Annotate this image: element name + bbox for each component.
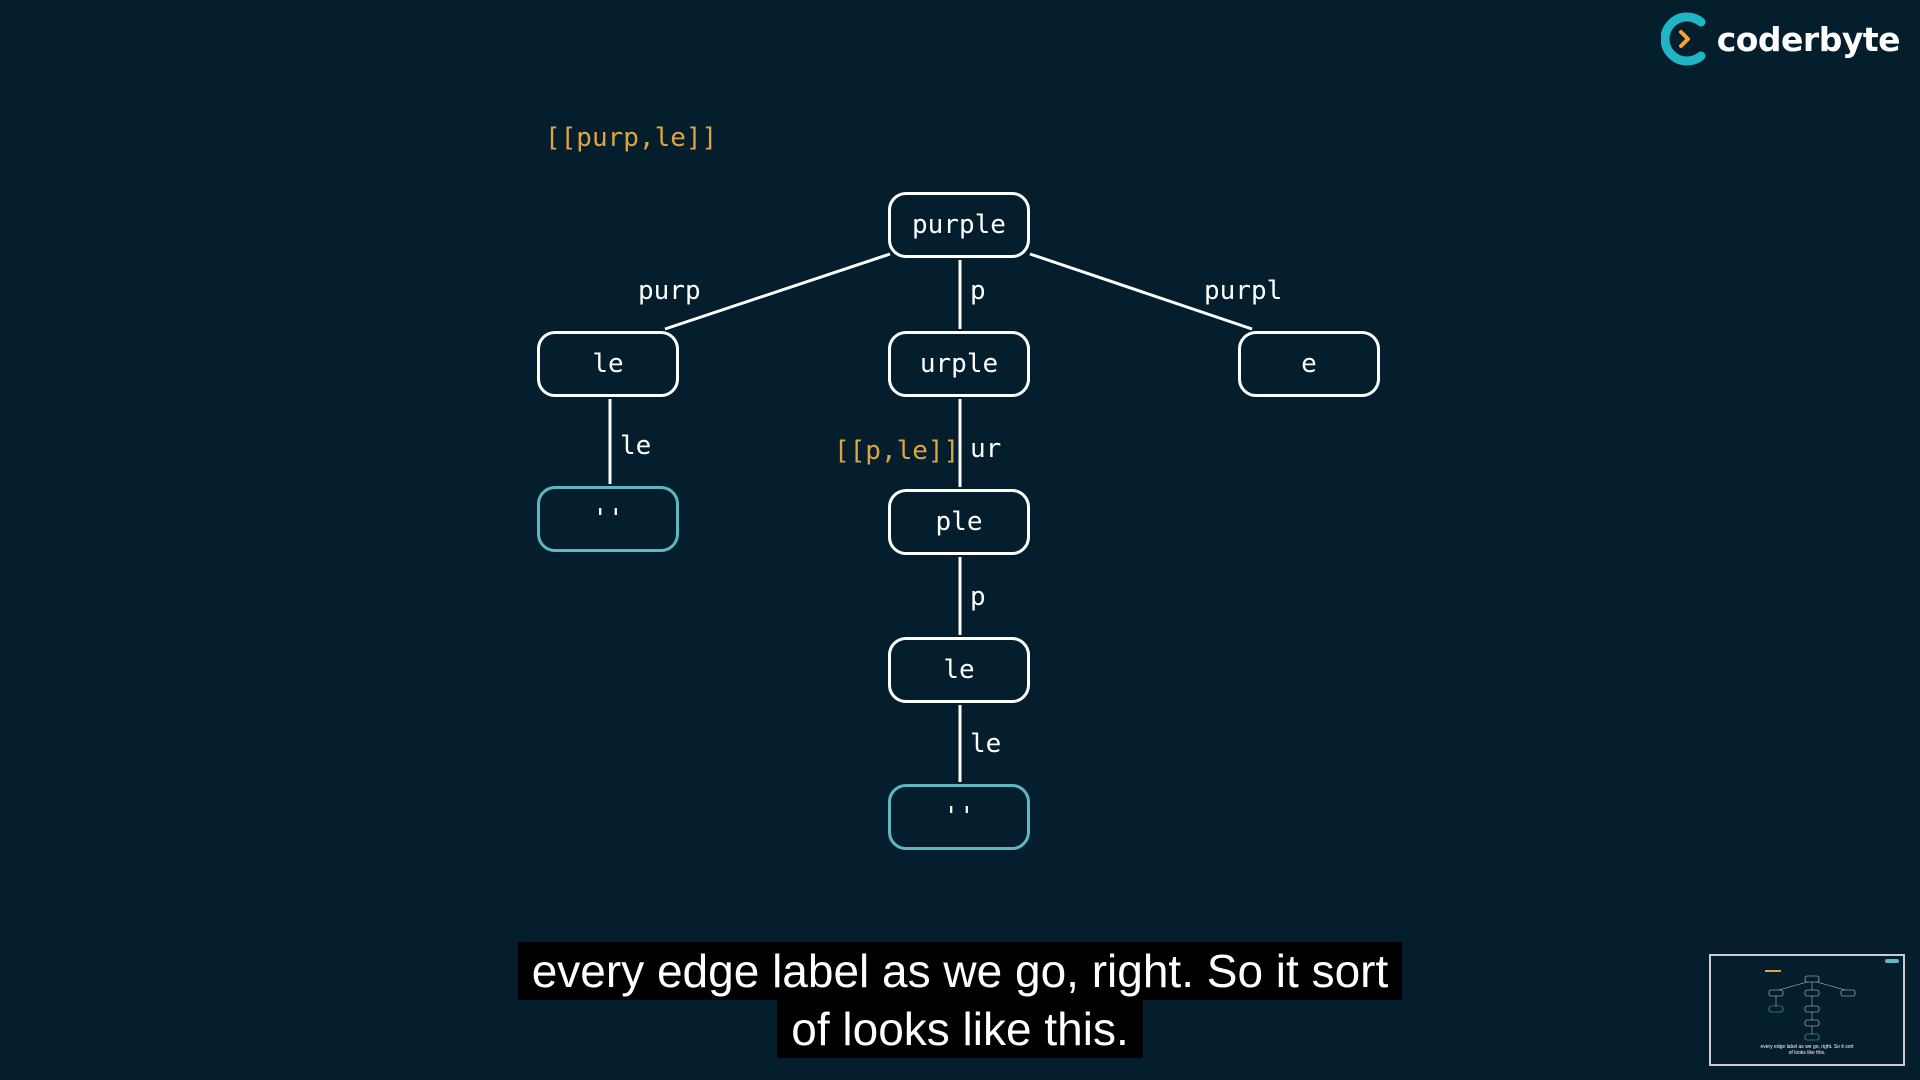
edge-label-middle3-leaf: le <box>970 729 1002 759</box>
thumbnail-diagram <box>1765 970 1856 1041</box>
brand-name: coderbyte <box>1716 19 1901 59</box>
edge-label-middle-middle2: ur <box>970 434 1002 464</box>
caption-line-1: every edge label as we go, right. So it … <box>517 942 1403 1000</box>
node-middle-2: ple <box>888 489 1030 555</box>
result-middle: [[p,le]] <box>834 436 960 466</box>
edge-label-left-leaf: le <box>620 431 652 461</box>
node-middle-3: le <box>888 637 1030 703</box>
edge-root-right <box>1029 252 1253 331</box>
thumbnail-caption: every edge label as we go, right. So it … <box>1711 1044 1903 1056</box>
edge-label-root-left: purp <box>638 276 701 306</box>
thumbnail-logo <box>1885 959 1899 963</box>
video-thumbnail-preview[interactable]: every edge label as we go, right. So it … <box>1709 954 1905 1066</box>
node-root: purple <box>888 192 1030 258</box>
result-top: [[purp,le]] <box>545 123 718 153</box>
caption-line-2: of looks like this. <box>777 1000 1143 1058</box>
node-left: le <box>537 331 679 397</box>
node-left-leaf: '' <box>537 486 679 552</box>
node-right: e <box>1238 331 1380 397</box>
video-captions: every edge label as we go, right. So it … <box>0 942 1920 1058</box>
coderbyte-c-icon <box>1660 12 1706 66</box>
node-middle-leaf: '' <box>888 784 1030 850</box>
thumbnail-caption-line-1: every edge label as we go, right. So it … <box>1760 1044 1854 1050</box>
node-middle: urple <box>888 331 1030 397</box>
edge-label-root-right: purpl <box>1204 276 1283 306</box>
edge-root-left <box>664 252 891 331</box>
edge-label-middle2-middle3: p <box>970 582 986 612</box>
thumbnail-caption-line-2: of looks like this. <box>1788 1050 1826 1056</box>
edge-label-root-middle: p <box>970 276 986 306</box>
coderbyte-logo: coderbyte <box>1660 12 1901 66</box>
